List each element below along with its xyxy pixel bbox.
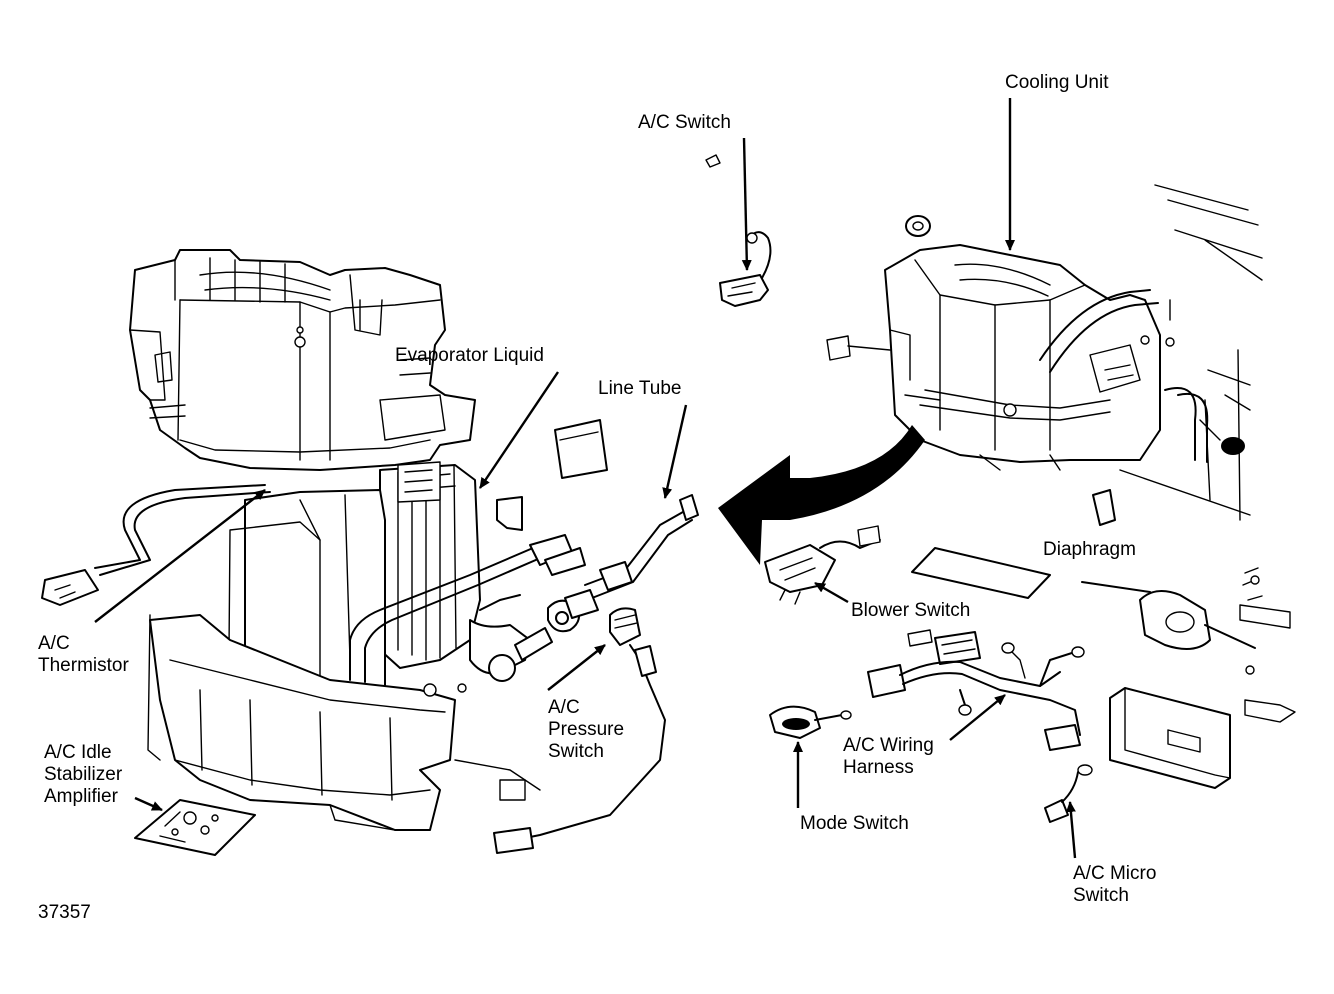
label-ac-micro-switch-line-2: Switch (1073, 885, 1129, 906)
pressure-switch-part (493, 607, 666, 854)
label-ac-micro-switch: A/C Micro Switch (1073, 863, 1156, 907)
label-ac-idle-line-1: A/C Idle (44, 742, 112, 763)
idle-stabilizer-amplifier-part (134, 799, 256, 856)
wiring-harness-part (867, 629, 1085, 751)
label-mode-switch: Mode Switch (800, 813, 909, 834)
label-ac-wiring-harness-line-1: A/C Wiring (843, 735, 934, 756)
label-ac-idle-line-2: Stabilizer (44, 764, 123, 785)
control-panel-plate (1109, 687, 1231, 789)
vacuum-actuator (1139, 567, 1296, 723)
micro-switch-part (1044, 764, 1093, 823)
mode-switch-part (769, 705, 852, 739)
label-ac-switch: A/C Switch (638, 112, 731, 133)
evaporator-bracket (496, 496, 523, 531)
ac-switch-part (705, 154, 772, 307)
figure-number: 37357 (38, 902, 91, 923)
grommet-right (1221, 437, 1245, 455)
label-ac-wiring-harness: A/C Wiring Harness (843, 735, 934, 779)
cooling-unit-installed (826, 184, 1263, 521)
label-ac-pressure-switch-line-3: Switch (548, 741, 604, 762)
label-ac-pressure-switch: A/C Pressure Switch (548, 697, 624, 763)
label-ac-thermistor-line-1: A/C (38, 633, 70, 654)
label-ac-micro-switch-line-1: A/C Micro (1073, 863, 1157, 884)
diaphragm-part (1092, 489, 1116, 526)
label-ac-wiring-harness-line-2: Harness (843, 757, 914, 778)
evaporator-lower-case (147, 489, 541, 831)
actuator-rod (1081, 581, 1151, 593)
label-evaporator-liquid: Evaporator Liquid (395, 345, 544, 366)
label-line-tube: Line Tube (598, 378, 682, 399)
label-ac-thermistor: A/C Thermistor (38, 633, 129, 677)
grommet-top (905, 215, 931, 237)
liquid-line-tube (547, 494, 699, 633)
label-ac-pressure-switch-line-1: A/C (548, 697, 580, 718)
label-ac-idle-line-3: Amplifier (44, 786, 118, 807)
leader-lines (94, 98, 1077, 859)
label-diaphragm: Diaphragm (1043, 539, 1136, 560)
diaphragm-plate (911, 547, 1051, 599)
evaporator-tubes (41, 484, 586, 683)
label-blower-switch: Blower Switch (851, 600, 971, 621)
evaporator-core (379, 461, 481, 669)
label-cooling-unit: Cooling Unit (1005, 72, 1109, 93)
label-ac-thermistor-line-2: Thermistor (38, 655, 129, 676)
label-ac-idle-stabilizer-amplifier: A/C Idle Stabilizer Amplifier (44, 742, 122, 808)
blower-switch-part (764, 525, 881, 605)
big-transfer-arrow (718, 425, 925, 565)
evaporator-gasket (554, 419, 608, 479)
evaporator-upper-case (129, 249, 476, 471)
label-ac-pressure-switch-line-2: Pressure (548, 719, 625, 740)
